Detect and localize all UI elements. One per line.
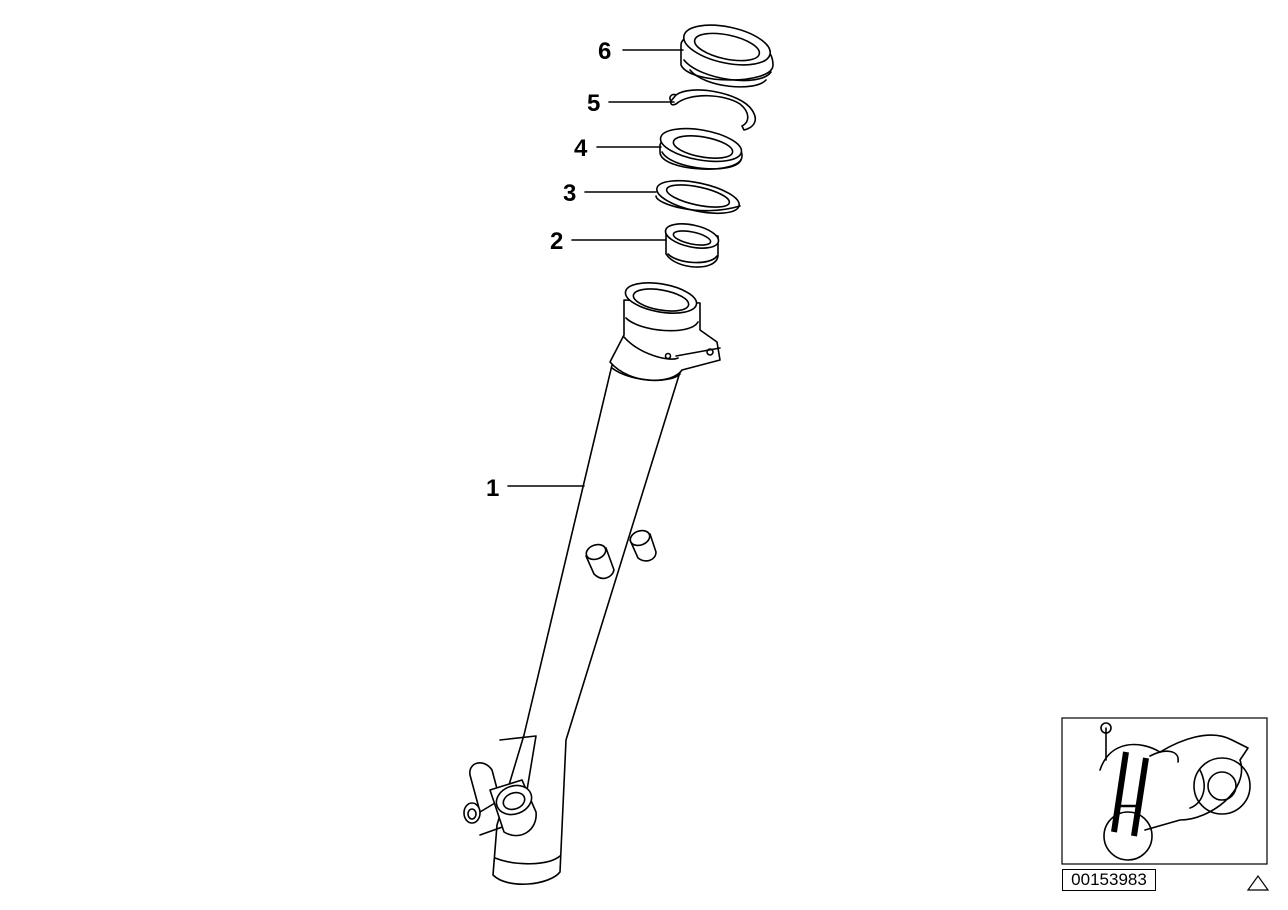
callout-5: 5 xyxy=(587,90,600,117)
part-6-dust-seal[interactable] xyxy=(680,18,774,88)
callout-3: 3 xyxy=(563,180,576,207)
callout-4: 4 xyxy=(574,135,588,162)
part-4-oil-seal[interactable] xyxy=(658,123,744,170)
callout-6: 6 xyxy=(598,38,611,65)
part-3-washer[interactable] xyxy=(654,175,742,220)
diagram-number: 00153983 xyxy=(1062,869,1156,891)
motorcycle-locator-icon xyxy=(1061,717,1268,865)
part-1-fork-tube[interactable] xyxy=(463,278,721,886)
triangle-icon xyxy=(1246,874,1270,891)
part-2-bushing[interactable] xyxy=(663,220,720,268)
callout-1: 1 xyxy=(486,475,499,502)
leader-lines xyxy=(507,49,684,487)
part-5-circlip[interactable] xyxy=(669,89,757,131)
callout-2: 2 xyxy=(550,228,563,255)
